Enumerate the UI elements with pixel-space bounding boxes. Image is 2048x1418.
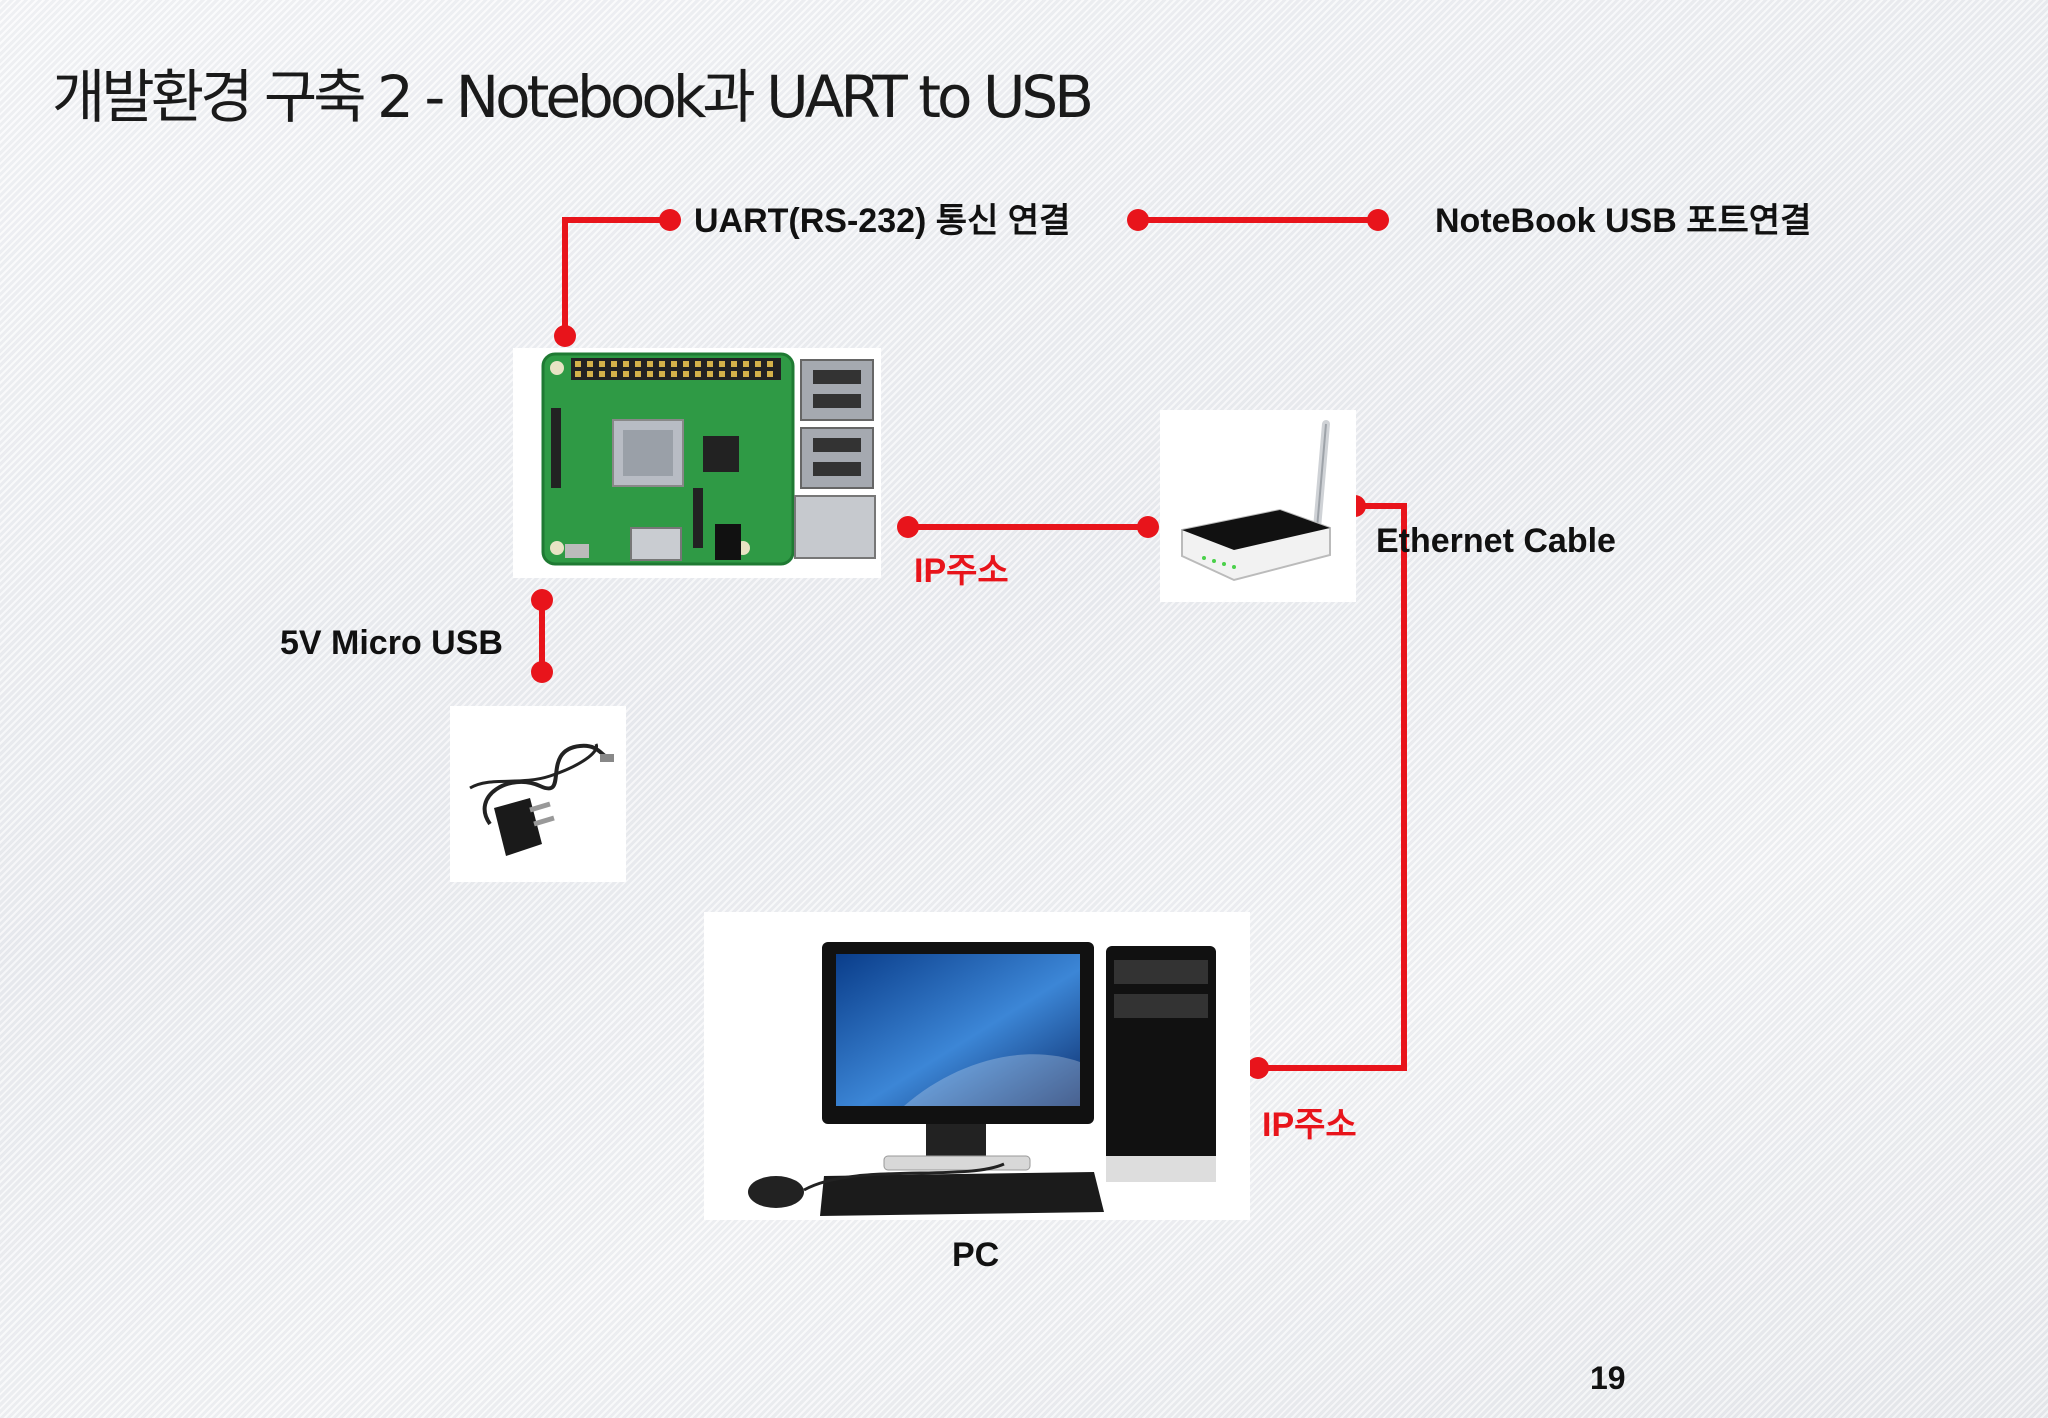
uart-connector bbox=[562, 217, 670, 336]
ethernet-cable-label: Ethernet Cable bbox=[1376, 522, 1616, 560]
raspberry-pi-icon bbox=[541, 352, 876, 566]
uart-label: UART(RS-232) 통신 연결 bbox=[694, 202, 1071, 240]
slide-title: 개발환경 구축 2 - Notebook과 UART to USB bbox=[52, 63, 1094, 131]
pc-ip-label: IP주소 bbox=[1262, 1106, 1357, 1144]
router-ip-label: IP주소 bbox=[914, 552, 1009, 590]
micro-usb-label: 5V Micro USB bbox=[280, 624, 503, 662]
usb-power-adapter bbox=[450, 706, 626, 882]
raspberry-pi-board bbox=[513, 348, 881, 578]
pc-label: PC bbox=[952, 1236, 1000, 1274]
pc-icon bbox=[748, 942, 1216, 1216]
page-number: 19 bbox=[1590, 1360, 1626, 1396]
notebook-usb-label: NoteBook USB 포트연결 bbox=[1435, 202, 1812, 240]
charger-icon bbox=[469, 743, 614, 856]
router-icon bbox=[1181, 420, 1331, 582]
ethernet-connector bbox=[1258, 503, 1407, 1071]
wifi-router bbox=[1160, 410, 1356, 602]
desktop-pc bbox=[704, 912, 1250, 1220]
